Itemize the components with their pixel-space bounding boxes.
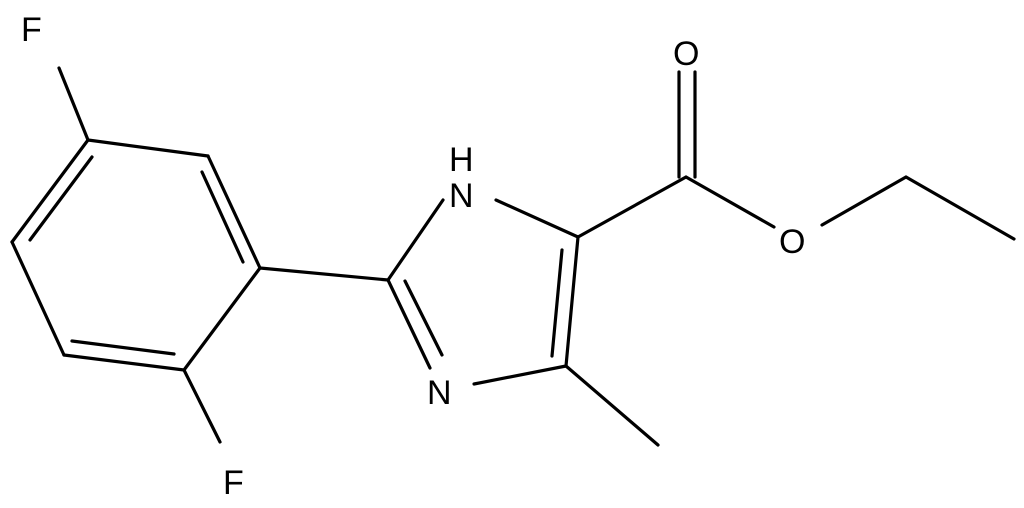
bond-o-ch2 — [820, 175, 908, 227]
bond-c5-c4 — [564, 235, 580, 368]
bond-carbonyl-c-o-ester — [684, 175, 776, 229]
bond-c4-f-bottom — [182, 368, 222, 444]
atom-label-n-ring: N — [427, 374, 452, 412]
bond-ar-c4-c5 — [62, 353, 186, 372]
bond-c1-f-top — [57, 66, 90, 142]
bond-aryl-imidazole — [258, 266, 390, 282]
bond-ar-c6-c1 — [10, 138, 90, 244]
atom-label-h: H — [449, 141, 474, 179]
atom-label-f-top: F — [21, 11, 42, 49]
bond-n3-c2 — [386, 278, 432, 370]
bond-nh-c5 — [494, 198, 580, 239]
bond-ar-c3-c4 — [182, 266, 262, 372]
imidazole-ring — [386, 198, 580, 386]
atom-label-f-bottom: F — [223, 464, 244, 502]
bond-ar-c2-c3 — [206, 154, 262, 270]
atom-label-o-ester: O — [779, 223, 805, 261]
bond-c4-n3 — [472, 364, 568, 386]
bond-c2-nh — [386, 198, 445, 282]
bond-c5-carbonyl-c — [576, 175, 688, 239]
bond-c4-methyl — [564, 364, 660, 447]
bond-ar-c1-c2 — [86, 138, 210, 158]
atom-label-o-carbonyl: O — [673, 35, 699, 73]
bond-c5-c4-inner — [550, 248, 564, 358]
bond-ch2-ch3 — [904, 175, 1016, 241]
bond-ar-c2-c3-inner — [200, 170, 245, 264]
ethyl-ester-group — [576, 70, 1016, 241]
difluorophenyl-ring — [10, 138, 262, 372]
bond-ar-c6-c1-inner — [28, 155, 94, 242]
atom-label-n-nh: N — [449, 177, 474, 215]
bond-ar-c5-c6 — [10, 240, 66, 357]
bond-ar-c4-c5-inner — [70, 339, 176, 356]
bond-n3-c2-inner — [403, 279, 444, 357]
